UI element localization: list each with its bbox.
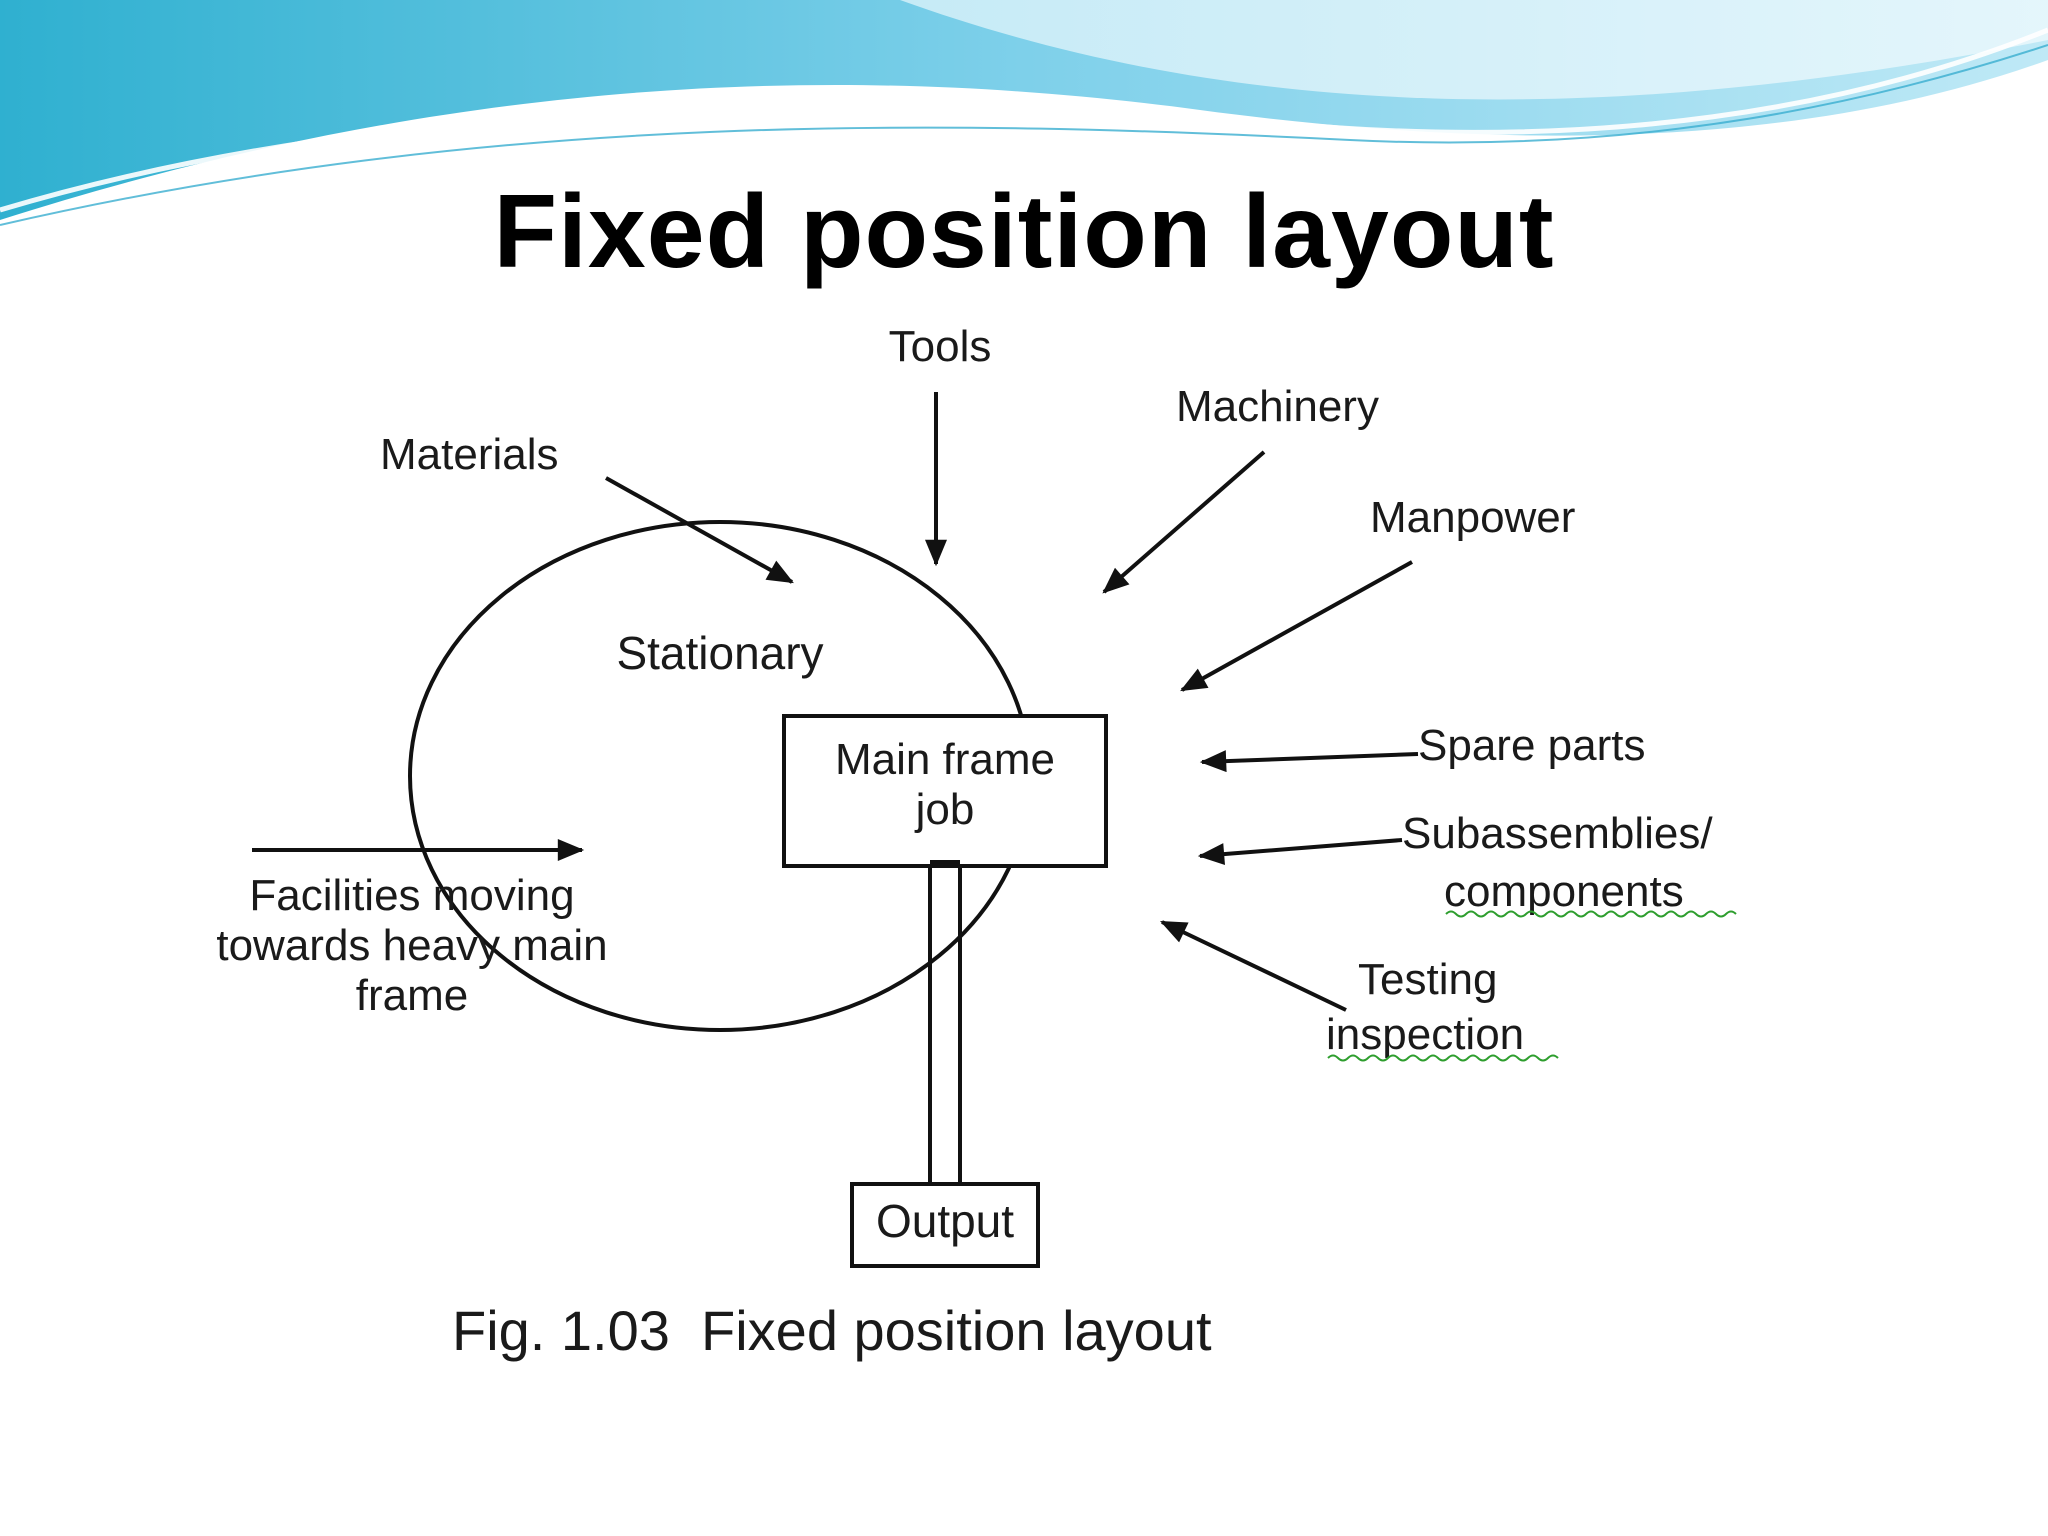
spellcheck-underline-components: [1445, 910, 1737, 918]
figure-caption: Fig. 1.03 Fixed position layout: [452, 1299, 1212, 1362]
output-box: [850, 1182, 1040, 1268]
subassemblies-arrow: [1197, 838, 1403, 866]
testing-label-line2: inspection: [1326, 1010, 1524, 1059]
machinery-label: Machinery: [1176, 382, 1379, 431]
facilities-label-line2: towards heavy main: [216, 921, 607, 970]
main-frame-label-line1: Main frame: [835, 735, 1055, 784]
decorative-wave-header: [0, 0, 2048, 226]
spare-parts-arrow: [1199, 750, 1419, 773]
machinery-arrow: [1102, 450, 1266, 594]
main-frame-box: [782, 714, 1108, 868]
fixed-position-layout-diagram: Stationary Main frame job Output Tools M…: [216, 322, 1737, 1362]
tools-label: Tools: [889, 322, 992, 371]
output-label: Output: [876, 1195, 1014, 1247]
spare-parts-label: Spare parts: [1418, 721, 1645, 770]
figure-panel: Stationary Main frame job Output Tools M…: [46, 306, 1946, 1418]
subassemblies-label-line2: components: [1444, 867, 1684, 916]
facilities-label-line3: frame: [356, 971, 468, 1020]
spellcheck-underline-inspection: [1327, 1054, 1559, 1062]
manpower-arrow: [1180, 560, 1413, 692]
slide-title: Fixed position layout: [493, 174, 1555, 290]
testing-label-line1: Testing: [1358, 955, 1497, 1004]
main-frame-label-line2: job: [914, 785, 975, 834]
subassemblies-label-line1: Subassemblies/: [1402, 809, 1713, 858]
materials-arrow: [605, 476, 794, 584]
testing-arrow: [1160, 920, 1347, 1012]
facilities-label-line1: Facilities moving: [249, 871, 574, 920]
manpower-label: Manpower: [1370, 493, 1575, 542]
stationary-label: Stationary: [616, 627, 823, 679]
materials-label: Materials: [380, 430, 559, 479]
